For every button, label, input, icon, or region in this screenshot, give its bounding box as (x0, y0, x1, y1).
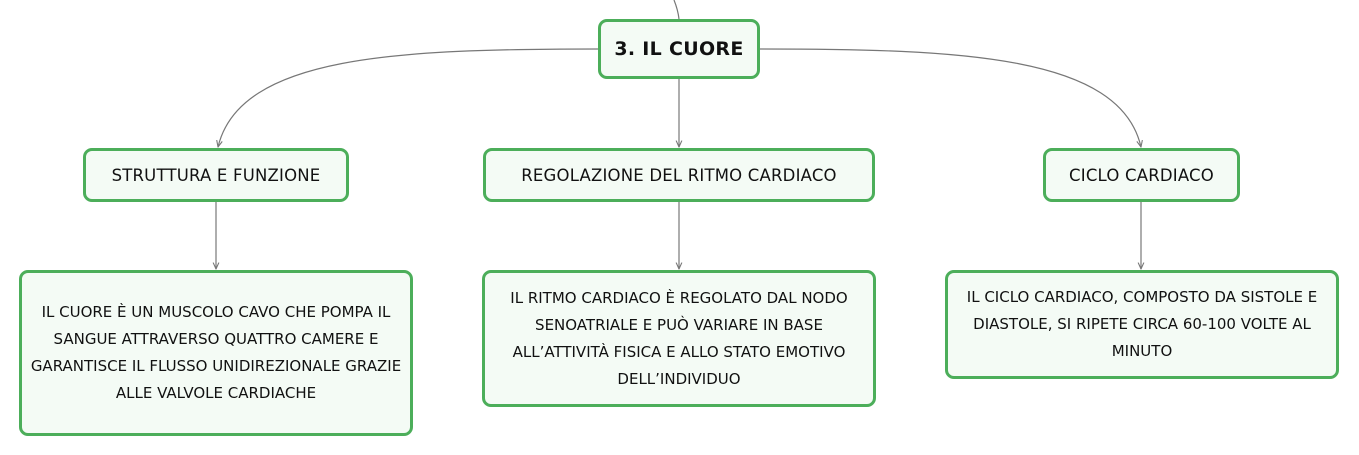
connector-root-to-ciclo (759, 48, 1141, 147)
branch-node-struttura[interactable]: STRUTTURA E FUNZIONE (83, 148, 349, 202)
root-label: 3. IL CUORE (614, 38, 744, 60)
detail-text: IL CICLO CARDIACO, COMPOSTO DA SISTOLE E… (966, 288, 1318, 360)
detail-node-regolazione[interactable]: IL RITMO CARDIACO È REGOLATO DAL NODO SE… (482, 270, 876, 407)
branch-node-regolazione[interactable]: REGOLAZIONE DEL RITMO CARDIACO (483, 148, 875, 202)
branch-label: CICLO CARDIACO (1069, 165, 1214, 185)
detail-node-struttura[interactable]: IL CUORE È UN MUSCOLO CAVO CHE POMPA IL … (19, 270, 413, 436)
branch-label: STRUTTURA E FUNZIONE (111, 165, 321, 185)
connector-parent-to-root (673, 0, 680, 20)
connector-root-to-struttura (218, 48, 599, 147)
branch-label: REGOLAZIONE DEL RITMO CARDIACO (521, 165, 837, 185)
detail-text: IL RITMO CARDIACO È REGOLATO DAL NODO SE… (510, 288, 848, 388)
root-node[interactable]: 3. IL CUORE (598, 19, 760, 79)
detail-node-ciclo[interactable]: IL CICLO CARDIACO, COMPOSTO DA SISTOLE E… (945, 270, 1339, 379)
detail-text: IL CUORE È UN MUSCOLO CAVO CHE POMPA IL … (30, 303, 402, 402)
branch-node-ciclo[interactable]: CICLO CARDIACO (1043, 148, 1240, 202)
